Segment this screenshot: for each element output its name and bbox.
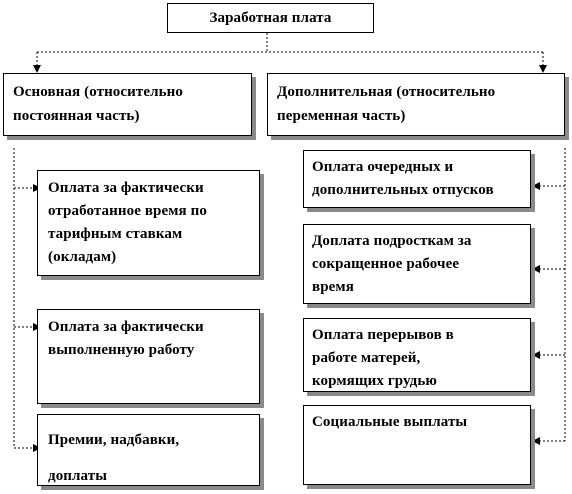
main-item-line: (окладам) xyxy=(48,249,117,265)
main-item-line: Премии, надбавки, xyxy=(48,432,180,448)
extra-part-title-line-2: переменная часть) xyxy=(277,108,406,124)
extra-item-teenagers-box: Доплата подросткам за сокращенное рабоче… xyxy=(303,224,531,304)
extra-part-title-line-1: Дополнительная (относительно xyxy=(277,84,496,100)
extra-item-social-payments-box: Социальные выплаты xyxy=(303,405,531,485)
extra-item-line: сокращенное рабочее xyxy=(312,256,460,272)
root-label: Заработная плата xyxy=(209,10,332,26)
extra-item-line: время xyxy=(312,279,354,295)
main-part-title-line-2: постоянная часть) xyxy=(13,108,140,124)
main-item-line: доплаты xyxy=(48,468,108,484)
main-item-line: выполненную работу xyxy=(48,342,195,358)
extra-item-nursing-breaks-box: Оплата перерывов в работе матерей, кормя… xyxy=(303,318,531,392)
extra-item-line: Социальные выплаты xyxy=(312,414,468,430)
main-part-title-line-1: Основная (относительно xyxy=(13,84,184,100)
extra-item-line: работе матерей, xyxy=(312,350,421,366)
main-item-actual-time-box: Оплата за фактически отработанное время … xyxy=(37,170,260,276)
extra-item-line: кормящих грудью xyxy=(312,373,437,389)
main-item-line: Оплата за фактически xyxy=(48,319,204,335)
main-item-line: отработанное время по xyxy=(48,203,207,219)
main-item-piecework-box: Оплата за фактически выполненную работу xyxy=(37,309,260,404)
extra-item-line: дополнительных отпусков xyxy=(312,182,494,198)
extra-item-vacations-box: Оплата очередных и дополнительных отпуск… xyxy=(303,150,531,208)
extra-item-line: Оплата очередных и xyxy=(312,159,454,175)
main-part-box: Основная (относительно постоянная часть) xyxy=(3,73,252,136)
extra-item-line: Оплата перерывов в xyxy=(312,327,454,343)
main-item-line: Оплата за фактически xyxy=(48,180,204,196)
root-box: Заработная плата xyxy=(167,3,374,33)
main-item-bonuses-box: Премии, надбавки, доплаты xyxy=(37,414,260,486)
extra-item-line: Доплата подросткам за xyxy=(312,233,472,249)
extra-part-box: Дополнительная (относительно переменная … xyxy=(267,73,565,136)
main-item-line: тарифным ставкам xyxy=(48,226,183,242)
